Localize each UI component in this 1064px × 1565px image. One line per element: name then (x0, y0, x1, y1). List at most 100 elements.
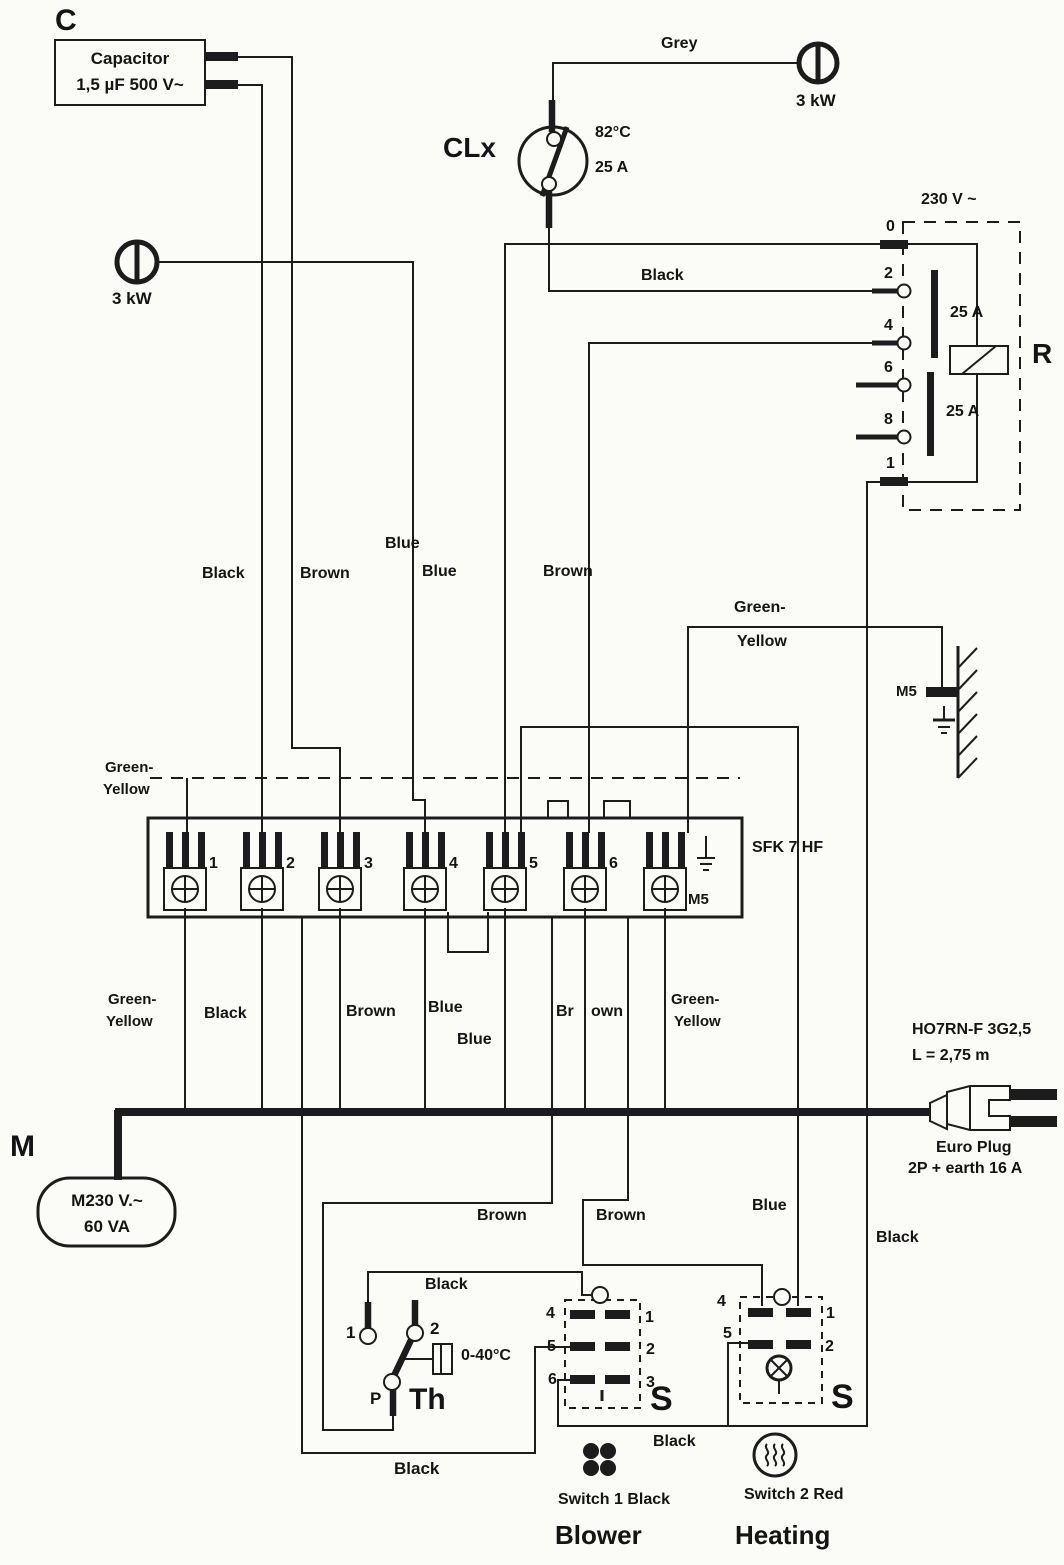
thermostat-pole-p: P (370, 1389, 382, 1408)
wire-label-blue-a: Blue (385, 535, 420, 552)
heating-switch-designator: S (831, 1378, 854, 1416)
strip-cluster-4 (404, 832, 446, 910)
below-label-brown2-b: own (591, 1003, 623, 1020)
strip-cluster-earth (644, 832, 715, 910)
strip-number-2: 2 (286, 855, 295, 872)
relay-designator: R (1032, 338, 1053, 369)
heater-top-rating: 3 kW (796, 91, 836, 110)
fan-icon (583, 1443, 616, 1476)
heating-terminal-5: 5 (723, 1325, 732, 1342)
motor-symbol (38, 1178, 175, 1246)
heater-element-top (553, 44, 837, 127)
bottom-label-blue: Blue (752, 1197, 787, 1214)
heating-icon (754, 1434, 796, 1476)
blower-terminal-5: 5 (547, 1338, 556, 1355)
heating-switch-caption: Switch 2 Red (744, 1486, 844, 1503)
m5-wall-label: M5 (896, 683, 917, 700)
blue-branch-wire (521, 727, 798, 1306)
motor-line2: 60 VA (84, 1217, 130, 1236)
below-label-blue1: Blue (428, 999, 463, 1016)
wire-label-brown-mid: Brown (300, 565, 350, 582)
blower-switch-symbol (558, 1287, 728, 1426)
heating-title: Heating (735, 1520, 831, 1550)
relay-fuse-bottom: 25 A (946, 403, 980, 420)
capacitor-name: Capacitor (90, 49, 170, 68)
euro-plug-symbol (930, 1086, 1057, 1130)
heating-terminal-4: 4 (717, 1293, 726, 1310)
strip-cluster-3 (319, 832, 361, 910)
relay-wires (505, 244, 880, 1426)
below-label-gy-left-1: Green- (108, 991, 157, 1008)
wire-label-brown2-mid: Brown (543, 563, 593, 580)
plug-name: Euro Plug (936, 1139, 1012, 1156)
bottom-label-brown-right: Brown (596, 1207, 646, 1224)
blower-terminal-4: 4 (546, 1305, 555, 1322)
strip-number-1: 1 (209, 855, 218, 872)
earth-wire-label-1: Green- (734, 599, 786, 616)
thermostat-wire-black: Black (425, 1276, 468, 1293)
blower-terminal-3: 3 (646, 1374, 655, 1391)
strip-number-5: 5 (529, 855, 538, 872)
blower-switch-designator: S (650, 1380, 673, 1418)
motor-designator: M (10, 1130, 35, 1163)
mains-cable (115, 1110, 930, 1180)
relay-terminal-1: 1 (886, 455, 895, 472)
clx-temp: 82°C (595, 124, 631, 141)
terminal-strip (148, 801, 742, 952)
thermostat-symbol (360, 1272, 592, 1416)
wire-label-blue-b: Blue (422, 563, 457, 580)
thermostat-terminal-1: 1 (346, 1323, 356, 1342)
strip-cluster-6 (564, 832, 606, 910)
heating-terminal-2: 2 (825, 1338, 834, 1355)
thermostat-terminal-2: 2 (430, 1319, 440, 1338)
blower-terminal-1: 1 (645, 1309, 654, 1326)
below-label-gy-right-1: Green- (671, 991, 720, 1008)
clx-designator: CLx (443, 132, 496, 163)
relay-terminal-8: 8 (884, 411, 893, 428)
clx-current: 25 A (595, 159, 629, 176)
relay-fuse-top: 25 A (950, 304, 984, 321)
below-label-blue2: Blue (457, 1031, 492, 1048)
wire-label-grey: Grey (661, 35, 698, 52)
relay-terminal-4: 4 (884, 317, 893, 334)
heater-left-rating: 3 kW (112, 289, 152, 308)
earth-bus (150, 778, 740, 833)
strip-number-6: 6 (609, 855, 618, 872)
strip-cluster-1 (164, 832, 206, 910)
capacitor-symbol (55, 40, 340, 833)
heating-terminal-1: 1 (826, 1305, 835, 1322)
strip-name: SFK 7 HF (752, 839, 824, 856)
earth-wire-label-2: Yellow (737, 633, 787, 650)
thermostat-designator: Th (409, 1383, 446, 1416)
wire-label-black-mid: Black (202, 565, 245, 582)
bottom-label-black-relay: Black (876, 1229, 919, 1246)
thermostat-range: 0-40°C (461, 1347, 511, 1364)
earth-wall (688, 627, 977, 833)
strip-lower-wires (185, 908, 762, 1453)
heating-switch-symbol (740, 1289, 822, 1403)
plug-rating: 2P + earth 16 A (908, 1160, 1023, 1177)
blower-terminal-2: 2 (646, 1341, 655, 1358)
bottom-label-brown-left: Brown (477, 1207, 527, 1224)
cable-length: L = 2,75 m (912, 1047, 990, 1064)
below-label-brown2-a: Br (556, 1003, 574, 1020)
strip-m5-label: M5 (688, 891, 709, 908)
below-label-black: Black (204, 1005, 247, 1022)
wire-label-black-clx: Black (641, 267, 684, 284)
blower-terminal-6: 6 (548, 1371, 557, 1388)
motor-line1: M230 V.~ (71, 1191, 143, 1210)
relay-terminal-2: 2 (884, 265, 893, 282)
switch-wire-black: Black (653, 1433, 696, 1450)
cable-spec: HO7RN-F 3G2,5 (912, 1021, 1032, 1038)
heater-element-left (117, 242, 425, 833)
strip-cluster-5 (484, 832, 526, 910)
strip-number-3: 3 (364, 855, 373, 872)
relay-symbol (856, 222, 1020, 510)
strip-number-4: 4 (449, 855, 458, 872)
capacitor-designator: C (55, 4, 77, 37)
below-label-brown: Brown (346, 1003, 396, 1020)
relay-voltage: 230 V ~ (921, 191, 977, 208)
thermal-cutout-clx (519, 100, 872, 291)
